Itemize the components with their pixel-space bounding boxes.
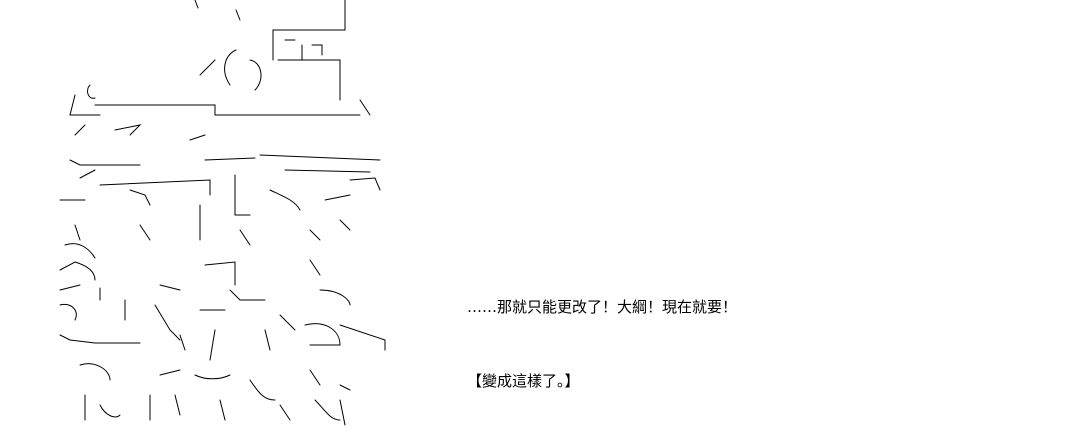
dialogue-line-2: 【變成這樣了。】 bbox=[467, 372, 580, 390]
dialogue-line-1: ……那就只能更改了！大綱！現在就要！ bbox=[467, 298, 738, 316]
ascii-art-illustration bbox=[40, 0, 440, 444]
